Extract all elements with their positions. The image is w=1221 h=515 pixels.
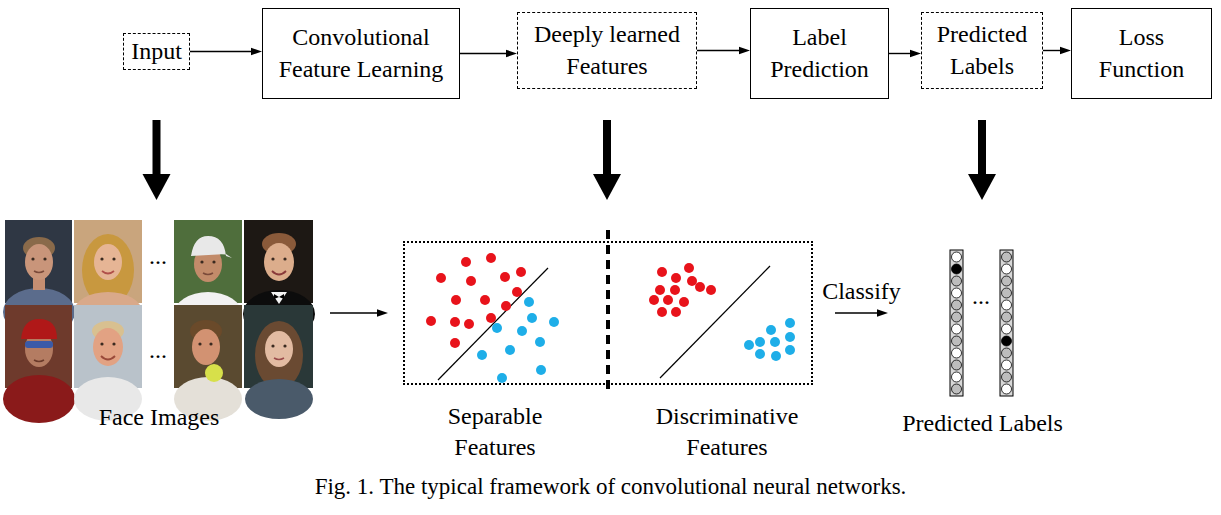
flow-arrow [460,53,506,54]
thick-arrow [153,120,161,174]
box-label: Loss Function [1080,22,1203,84]
red-points [426,253,716,348]
data-box: Input [123,33,190,70]
thick-arrow [603,120,611,174]
data-box: Deeply learned Features [517,12,697,89]
figure-label: Face Images [5,402,313,433]
box-label: Label Prediction [759,22,880,84]
decision-line [438,268,548,380]
edge-label: Classify [819,277,904,306]
process-box: Loss Function [1071,8,1212,99]
face-photo [74,305,142,421]
ellipsis-mark: ... [972,282,990,311]
box-label: Deeply learned Features [526,19,688,81]
thick-arrow [978,120,986,174]
face-photo [174,305,242,421]
flow-arrow [330,312,377,313]
flow-arrow [697,50,739,51]
flow-arrow [889,53,910,54]
label-group: Predicted Labels [890,250,1075,440]
figure-label: Predicted Labels [890,408,1075,439]
figure-label: Separable Features [405,401,585,463]
feature-scatter [426,230,795,395]
box-label: Convolutional Feature Learning [271,22,451,84]
data-box: Predicted Labels [921,12,1043,89]
box-label: Input [131,36,182,67]
divider-line [606,230,610,395]
figure-label: Discriminative Features [637,401,817,463]
face-photo [244,305,313,419]
flow-arrow [1043,50,1060,51]
figure-caption: Fig. 1. The typical framework of convolu… [0,474,1221,500]
decision-line [660,266,770,378]
box-label: Predicted Labels [930,19,1034,81]
ellipsis-mark: ... [149,336,167,365]
flow-arrow [835,312,877,313]
blue-points [477,297,795,383]
face-photo [3,305,75,423]
flow-arrow [190,51,251,52]
face-photos [3,220,315,423]
process-box: Label Prediction [750,8,889,99]
process-box: Convolutional Feature Learning [262,8,460,99]
ellipsis-mark: ... [149,242,167,271]
feature-panel: Separable FeaturesDiscriminative Feature… [403,241,813,385]
label-vectors [950,250,1013,396]
